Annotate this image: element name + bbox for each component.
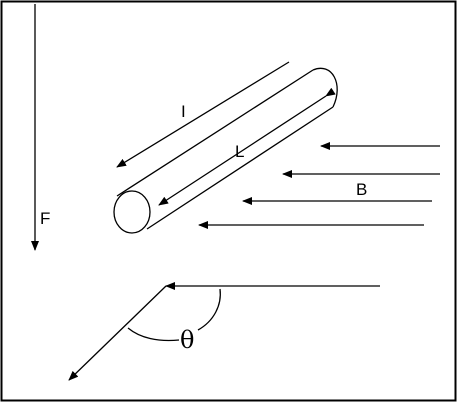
- current-arrow: [116, 61, 290, 168]
- length-arrow: [158, 87, 336, 206]
- wire-bottom-edge: [146, 106, 334, 230]
- angle-figure: θ: [68, 282, 380, 381]
- wire-far-end: [312, 67, 338, 108]
- field-label: B: [356, 180, 367, 199]
- wire-near-end: [113, 190, 151, 234]
- angle-label: θ: [180, 326, 194, 354]
- angle-arc-right: [197, 288, 221, 331]
- magnetic-field-arrows: [198, 142, 440, 229]
- current-label: I: [181, 102, 186, 121]
- current-direction-arrow: [68, 285, 167, 381]
- force-label: F: [40, 209, 50, 228]
- wire-top-edge: [116, 69, 314, 197]
- length-label: L: [235, 142, 244, 161]
- angle-arc-left: [127, 327, 180, 342]
- wire-cylinder: [113, 67, 338, 234]
